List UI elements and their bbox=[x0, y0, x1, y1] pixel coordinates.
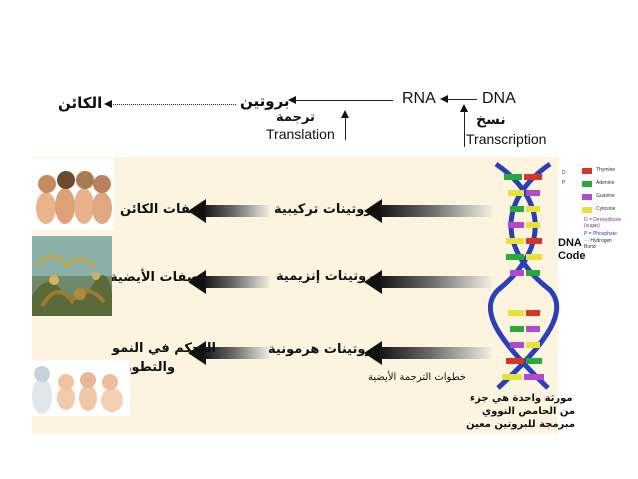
row1-left-arrow bbox=[188, 199, 270, 223]
legend-adenine-swatch bbox=[582, 181, 592, 187]
translation-steps-caption: خطوات الترجمة الأيضية bbox=[368, 372, 467, 383]
gene-caption-line1: مورثة واحدة هي جزء bbox=[470, 393, 573, 404]
transcription-ar-label: نسخ bbox=[476, 112, 506, 128]
translation-ar-label: ترجمة bbox=[276, 110, 315, 125]
legend-cytosine-swatch bbox=[582, 207, 592, 213]
arrow-to-rna-head bbox=[440, 95, 448, 103]
babies-photo bbox=[32, 158, 114, 230]
dna-legend-p: P bbox=[562, 180, 566, 186]
arrow-to-organism-head bbox=[104, 100, 112, 108]
row2-left-arrow bbox=[188, 270, 270, 294]
legend-cytosine-label: Cytosine bbox=[596, 206, 616, 212]
legend-thymine-swatch bbox=[582, 168, 592, 174]
row2-protein-type: بروتينات إنزيمية bbox=[276, 269, 380, 284]
transcription-en-label: Transcription bbox=[466, 131, 547, 147]
protein-label: بروتين bbox=[240, 92, 290, 110]
translation-pointer-line bbox=[345, 117, 346, 140]
arrow-to-protein-line bbox=[295, 100, 393, 101]
row3-left-arrow bbox=[188, 341, 270, 365]
legend-sugar-label: D = Deoxyribose (sugar) bbox=[584, 217, 622, 229]
row1-protein-type: بروتينات تركيبية bbox=[274, 202, 378, 217]
legend-phosphate-label: P = Phosphate bbox=[584, 231, 617, 237]
row3-protein-type: بروتينات هرمونية bbox=[268, 342, 379, 357]
coral-reef-photo bbox=[32, 236, 112, 316]
row1-result: صفات الكائن bbox=[120, 202, 203, 217]
arrow-to-rna-line bbox=[447, 99, 477, 100]
gene-caption-line3: مبرمجة للبروتين معين bbox=[466, 419, 576, 430]
arrow-to-protein-head bbox=[288, 96, 296, 104]
dna-code-title-line2: Code bbox=[558, 250, 586, 262]
legend-guanine-swatch bbox=[582, 194, 592, 200]
translation-pointer-head bbox=[341, 110, 349, 118]
gene-caption-line2: من الحامض النووي bbox=[482, 406, 576, 417]
dna-code-title-line1: DNA bbox=[558, 237, 582, 249]
legend-hbond-label: ··· Hydrogen Bond bbox=[584, 238, 613, 250]
row2-right-arrow bbox=[364, 270, 492, 294]
transcription-pointer-line bbox=[464, 111, 465, 147]
translation-en-label: Translation bbox=[266, 126, 335, 142]
row2-result: صفات الأيضية bbox=[110, 270, 200, 285]
babies-growth-photo bbox=[30, 360, 130, 416]
row3-result-line1: التحكم في النمو bbox=[112, 341, 216, 356]
organism-label: الكائن bbox=[58, 94, 103, 112]
arrow-to-organism-line bbox=[111, 104, 236, 105]
legend-guanine-label: Guanine bbox=[596, 193, 615, 199]
legend-adenine-label: Adenine bbox=[596, 180, 615, 186]
transcription-pointer-head bbox=[460, 104, 468, 112]
rna-label: RNA bbox=[402, 90, 436, 107]
dna-double-helix bbox=[487, 160, 560, 390]
dna-label: DNA bbox=[482, 90, 516, 107]
dna-legend-d: D bbox=[562, 170, 566, 176]
legend-thymine-label: Thymine bbox=[596, 167, 616, 173]
row3-right-arrow bbox=[364, 341, 492, 365]
row3-result-line2: والتطور bbox=[124, 360, 176, 375]
row1-right-arrow bbox=[364, 199, 492, 223]
